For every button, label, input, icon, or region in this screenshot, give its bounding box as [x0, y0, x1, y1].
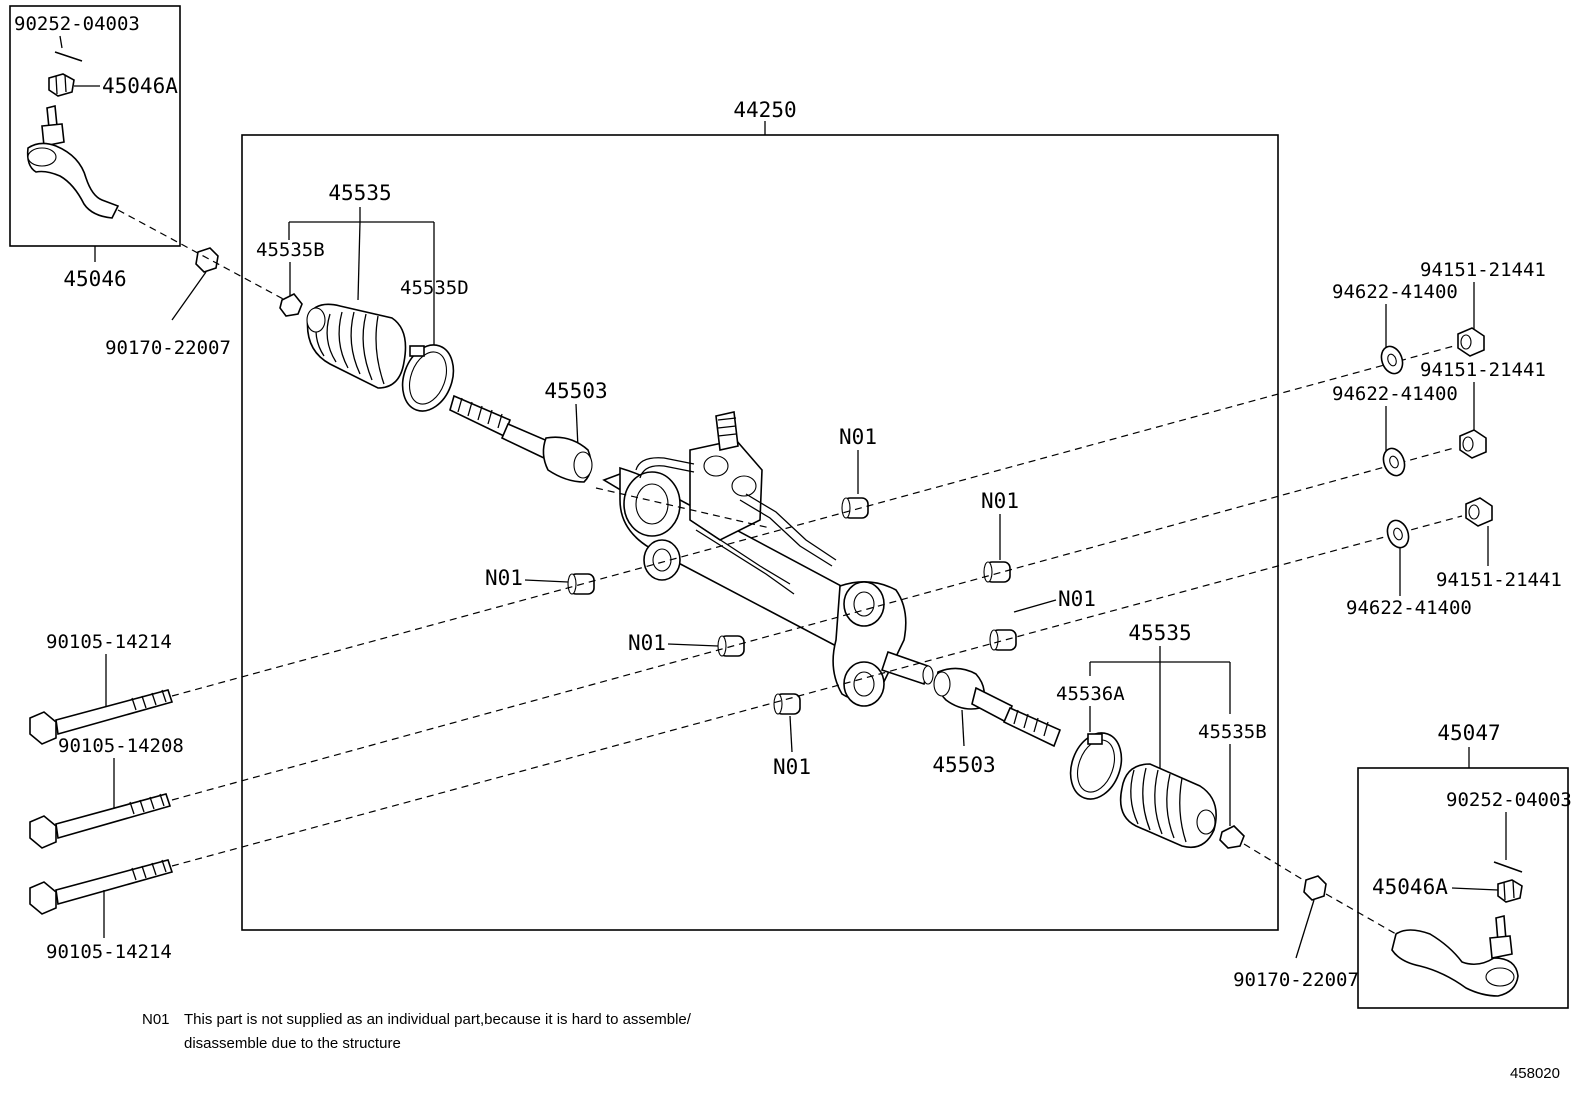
left-rack-end-icon[interactable]: [449, 394, 593, 483]
castle-nut-icon[interactable]: [48, 73, 75, 97]
leader-left-cotter-pin: [59, 35, 63, 49]
label-left-tie-rod-45046[interactable]: 45046: [63, 267, 126, 291]
label-n01-left[interactable]: N01: [485, 566, 523, 590]
label-assembly-44250[interactable]: 44250: [733, 98, 796, 122]
right-boot-clamp-icon[interactable]: [1062, 726, 1130, 806]
lock-nut-icon[interactable]: [195, 247, 219, 273]
label-nut-2[interactable]: 94151-21441: [1420, 359, 1546, 381]
label-washer-3[interactable]: 94622-41400: [1346, 597, 1472, 619]
alignment-line-rack-end: [595, 487, 771, 529]
right-lock-nut-group: 90170-22007: [1233, 875, 1359, 991]
label-right-boot-kit[interactable]: 45535: [1128, 621, 1191, 645]
right-bellows-boot-icon[interactable]: [1119, 763, 1217, 849]
alignment-line-right-1: [1243, 843, 1311, 885]
leader-n01-left: [524, 579, 569, 583]
bolt-icon[interactable]: [29, 793, 172, 849]
flange-nut-icon[interactable]: [1459, 429, 1487, 459]
leader-right-rack-end: [961, 709, 965, 747]
mounting-bolts-group: 90105-14214 90105-14208 90105-14214: [29, 631, 184, 963]
right-rack-end-icon[interactable]: [933, 667, 1062, 748]
washer-icon[interactable]: [1384, 517, 1412, 550]
boot-clip-icon[interactable]: [279, 292, 303, 317]
leader-n01-center-left: [667, 643, 719, 647]
cotter-pin-icon[interactable]: [54, 51, 83, 62]
bolt-icon[interactable]: [29, 859, 174, 915]
label-right-tie-rod-45047[interactable]: 45047: [1437, 721, 1500, 745]
right-tie-rod-end-group: 45047 90252-04003 45046A: [1357, 721, 1572, 1009]
label-right-nut-90170[interactable]: 90170-22007: [1233, 969, 1359, 991]
bushing-icon[interactable]: [983, 561, 1011, 583]
left-rack-end-group: 45503: [449, 379, 608, 483]
bushing-icon[interactable]: [773, 693, 801, 715]
label-right-rack-end[interactable]: 45503: [932, 753, 995, 777]
left-lock-nut-group: 90170-22007: [105, 247, 231, 359]
label-nut-1[interactable]: 94151-21441: [1420, 259, 1546, 281]
steering-rack-housing-icon[interactable]: [602, 411, 934, 707]
left-tie-rod-end-icon[interactable]: [26, 104, 120, 219]
right-boot-group: 45535 45536A 45535B: [1056, 621, 1267, 849]
footnote: N01 This part is not supplied as an indi…: [142, 1011, 692, 1052]
cotter-pin-icon[interactable]: [1493, 861, 1523, 873]
label-left-rack-end[interactable]: 45503: [544, 379, 607, 403]
bracket-left-kit-c: [357, 221, 361, 301]
lock-nut-icon[interactable]: [1303, 875, 1327, 901]
right-rack-end-group: 45503: [932, 667, 1062, 777]
label-nut-3[interactable]: 94151-21441: [1436, 569, 1562, 591]
label-n01-upper[interactable]: N01: [839, 425, 877, 449]
alignment-line-bolt-2: [171, 447, 1455, 801]
leader-n01-right: [1013, 599, 1057, 613]
label-left-nut-45046A[interactable]: 45046A: [102, 74, 178, 98]
alignment-line-right-2: [1325, 893, 1397, 935]
label-right-clamp-45536A[interactable]: 45536A: [1056, 683, 1125, 705]
footnote-code: N01: [142, 1011, 170, 1028]
label-right-cotter-pin[interactable]: 90252-04003: [1446, 789, 1572, 811]
alignment-line-bolt-3: [171, 515, 1463, 867]
label-n01-center-left[interactable]: N01: [628, 631, 666, 655]
left-boot-clamp-icon[interactable]: [394, 338, 462, 418]
left-boot-group: 45535 45535B 45535D: [256, 181, 469, 418]
castle-nut-icon[interactable]: [1497, 879, 1523, 903]
label-left-nut-90170[interactable]: 90170-22007: [105, 337, 231, 359]
label-washer-1[interactable]: 94622-41400: [1332, 281, 1458, 303]
bushing-icon[interactable]: [989, 629, 1017, 651]
label-left-boot-kit[interactable]: 45535: [328, 181, 391, 205]
washer-icon[interactable]: [1378, 343, 1406, 376]
label-washer-2[interactable]: 94622-41400: [1332, 383, 1458, 405]
bushing-icon[interactable]: [841, 497, 869, 519]
leader-right-nut-45046A: [1451, 887, 1499, 891]
flange-nut-icon[interactable]: [1457, 327, 1485, 357]
flange-nut-icon[interactable]: [1465, 497, 1493, 527]
washer-icon[interactable]: [1380, 445, 1408, 478]
bolt-icon[interactable]: [29, 689, 174, 745]
right-tie-rod-end-icon[interactable]: [1391, 914, 1519, 997]
leader-left-rack-end: [575, 403, 579, 449]
assembly-44250-frame: [241, 134, 1279, 931]
label-n01-mid-right[interactable]: N01: [981, 489, 1019, 513]
leader-left-90170: [171, 271, 207, 321]
label-bolt-2[interactable]: 90105-14208: [58, 735, 184, 757]
left-tie-rod-end-group: 90252-04003 45046A 45046: [9, 5, 181, 291]
right-tie-rod-box-frame: [1357, 767, 1569, 1009]
alignment-line-bolt-1: [171, 345, 1455, 697]
footnote-line-2: disassemble due to the structure: [184, 1035, 401, 1052]
label-n01-right[interactable]: N01: [1058, 587, 1096, 611]
label-left-clip-45535B[interactable]: 45535B: [256, 239, 325, 261]
washers-nuts-group: 94622-41400 94151-21441 94622-41400 9415…: [1332, 259, 1562, 619]
leader-n01-bottom: [789, 715, 793, 753]
label-right-clip-45535B[interactable]: 45535B: [1198, 721, 1267, 743]
leader-right-90170: [1295, 899, 1315, 959]
label-n01-bottom[interactable]: N01: [773, 755, 811, 779]
figure-id: 458020: [1510, 1065, 1560, 1082]
label-bolt-1[interactable]: 90105-14214: [46, 631, 172, 653]
boot-clip-icon[interactable]: [1219, 825, 1245, 849]
label-left-clamp-45535D[interactable]: 45535D: [400, 277, 469, 299]
n01-bushings-group: N01 N01 N01 N01 N01: [485, 425, 1096, 779]
footnote-line-1: This part is not supplied as an individu…: [184, 1011, 692, 1028]
left-bellows-boot-icon[interactable]: [306, 303, 407, 389]
label-left-cotter-pin[interactable]: 90252-04003: [14, 13, 140, 35]
alignment-line-left-tie-rod: [117, 209, 286, 301]
label-bolt-3[interactable]: 90105-14214: [46, 941, 172, 963]
label-right-nut-45046A[interactable]: 45046A: [1372, 875, 1448, 899]
